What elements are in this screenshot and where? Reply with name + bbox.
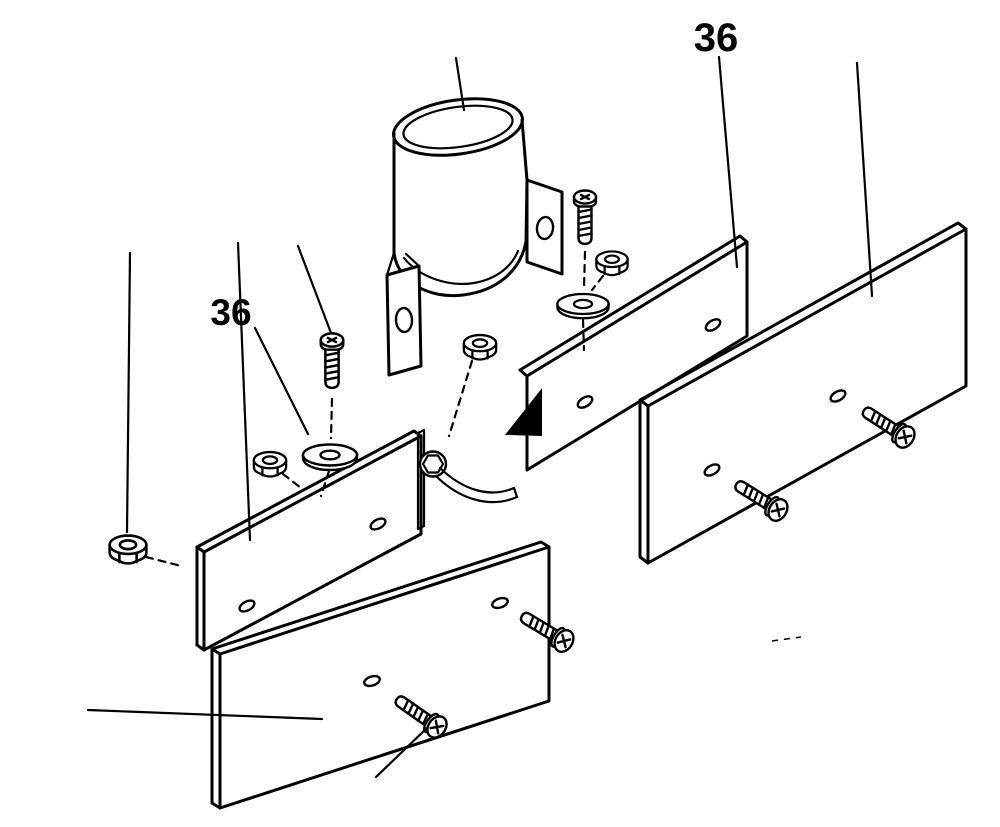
clamp-inner-arc <box>402 249 520 285</box>
machine-screw-icon <box>319 332 345 390</box>
machine-screw-icon <box>572 189 598 246</box>
plate-corner-shadow <box>504 388 542 437</box>
part-label-36-top: 36 <box>694 16 739 60</box>
assembly-centerline <box>582 250 587 290</box>
plate-thickness-edge <box>210 540 551 810</box>
assembly-centerline <box>281 472 303 490</box>
leader-line-front-screw <box>374 725 430 779</box>
pipe-clamp <box>385 97 564 377</box>
plate-hole <box>704 318 722 332</box>
clamp-rim-inner <box>402 104 514 150</box>
mounting-plate-front <box>210 540 551 810</box>
assembly-centerline <box>590 274 605 292</box>
mounting-plate-right <box>638 221 968 565</box>
leader-line-front-plate <box>86 708 324 721</box>
bracket-strap-curve <box>438 466 516 494</box>
assembly-centerline <box>447 359 474 438</box>
plate-face <box>202 434 423 652</box>
clamp-rim-outer <box>392 97 524 157</box>
assembly-centerline <box>144 555 183 568</box>
assembly-centerline <box>581 318 586 352</box>
leader-line-left-nut <box>125 251 132 534</box>
mounting-plate-rear-left <box>195 429 423 652</box>
plate-hole <box>369 517 387 531</box>
bracket-strap-end <box>512 486 519 499</box>
leader-line-right-plate <box>855 61 874 298</box>
plate-face <box>646 227 968 565</box>
bracket-edge <box>416 428 426 531</box>
flat-washer-icon <box>556 292 610 320</box>
bracket-strap-curve <box>435 475 519 504</box>
plate-hole <box>703 463 721 477</box>
plate-hole <box>363 674 381 688</box>
faint-centerline <box>771 636 802 642</box>
flat-washer-icon <box>301 443 359 472</box>
leader-line-clamp <box>454 56 466 112</box>
leader-line-label-36-top <box>717 55 739 269</box>
hex-nut-icon <box>462 333 498 361</box>
leader-line-label-36-left <box>253 326 310 436</box>
hardware <box>108 189 920 743</box>
center-bracket <box>416 428 519 531</box>
part-label-36-left: 36 <box>210 292 251 333</box>
assembly-centerline <box>319 469 331 498</box>
plate-thickness-edge <box>518 234 749 378</box>
leader-line-left-screw <box>296 244 333 335</box>
assembly-centerline <box>329 397 334 440</box>
plate-hole <box>576 395 594 409</box>
clamp-tab-joint <box>385 251 421 277</box>
plate-hole <box>829 389 847 403</box>
plate-hole <box>491 596 509 610</box>
plate-hole <box>238 599 256 613</box>
clamp-tab-hole <box>394 306 414 334</box>
clamp-flange-hole <box>535 215 555 241</box>
hex-nut-icon <box>595 250 629 277</box>
hex-nut-icon <box>252 450 288 478</box>
hex-nut-icon <box>108 534 148 565</box>
leader-line-left-plate <box>236 241 252 542</box>
bracket-bolt-hex <box>421 454 445 474</box>
leader-lines <box>86 55 874 779</box>
plate-thickness-edge <box>638 221 968 565</box>
